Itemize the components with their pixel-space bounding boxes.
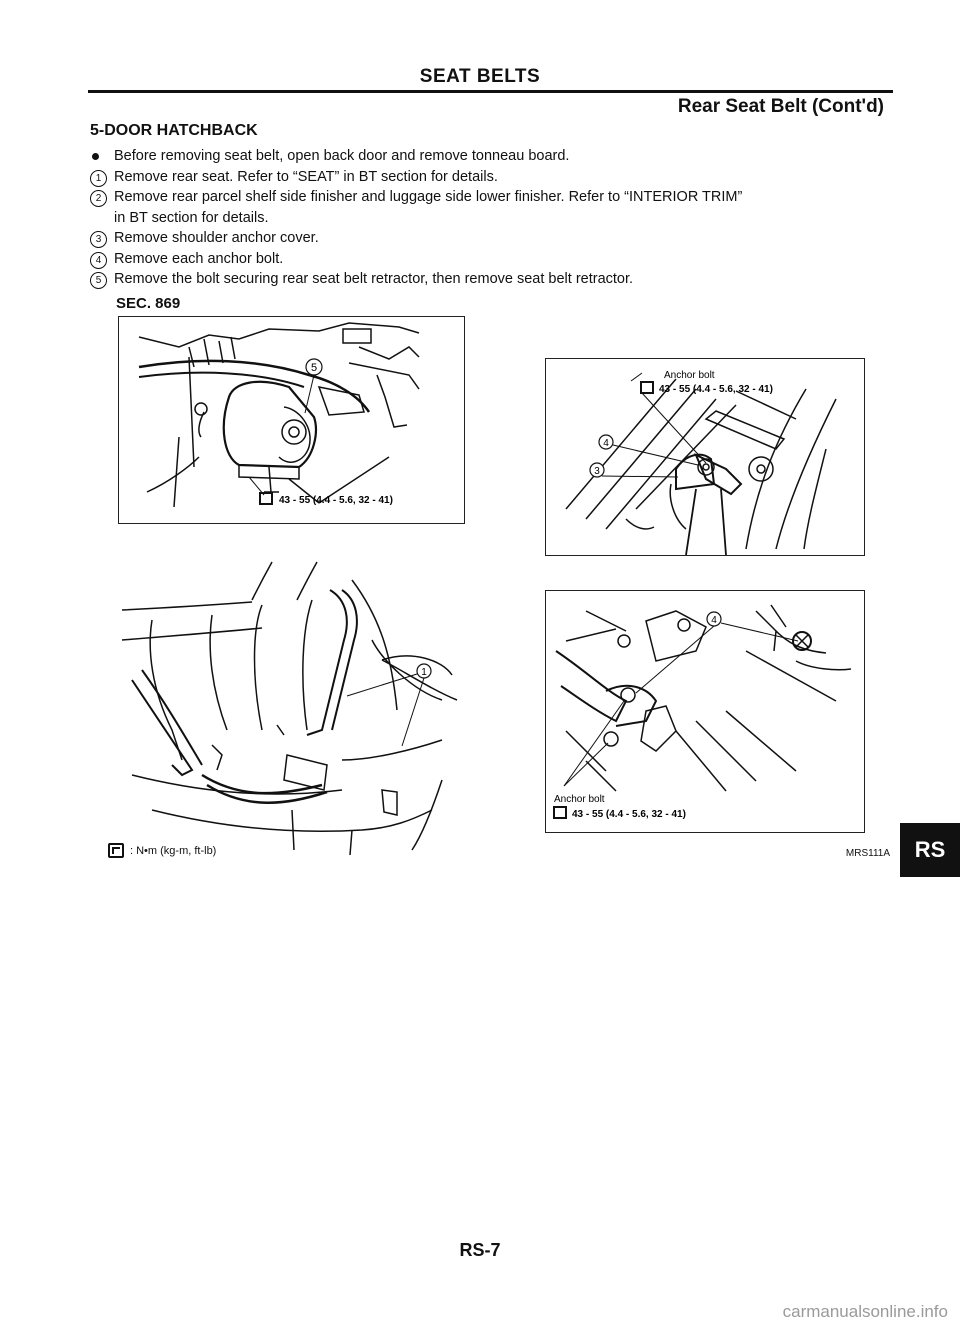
figure-code: MRS111A — [845, 848, 890, 859]
step-text: Remove each anchor bolt. — [114, 250, 284, 267]
step-text: Remove shoulder anchor cover. — [114, 230, 319, 246]
step-5: 5 Remove the bolt securing rear seat bel… — [90, 269, 910, 290]
callout-4: 4 — [603, 438, 609, 449]
bullet-text: Before removing seat belt, open back doo… — [114, 148, 570, 164]
anchor-lower-torque: 43 - 55 (4.4 - 5.6, 32 - 41) — [572, 809, 686, 820]
step-2: 2 Remove rear parcel shelf side finisher… — [90, 187, 910, 208]
anchor-upper-torque: 43 - 55 (4.4 - 5.6, 32 - 41) — [659, 384, 773, 395]
section-number: SEC. 869 — [116, 295, 181, 312]
torque-retractor: 43 - 55 (4.4 - 5.6, 32 - 41) — [279, 495, 393, 506]
step-text: in BT section for details. — [114, 209, 269, 226]
step-number: 5 — [90, 272, 107, 289]
page-subtitle: Rear Seat Belt (Cont'd) — [677, 96, 884, 117]
rear-seat-illustration-area: 1 — [112, 560, 472, 860]
callout-4-lower: 4 — [711, 615, 717, 626]
step-text: Remove rear parcel shelf side finisher a… — [114, 189, 743, 205]
section-heading: 5-DOOR HATCHBACK — [90, 122, 258, 139]
torque-icon — [259, 492, 273, 505]
torque-legend: : N•m (kg-m, ft-lb) — [108, 843, 216, 858]
torque-wrench-icon — [108, 843, 124, 858]
section-tab: RS — [900, 823, 960, 877]
retractor-illustration: 5 43 - 55 (4.4 - 5.6, 32 - 41) — [138, 322, 420, 508]
step-2-continued: in BT section for details. — [90, 208, 910, 229]
callout-5: 5 — [311, 362, 317, 374]
callout-1: 1 — [421, 667, 427, 678]
torque-icon — [553, 806, 567, 819]
anchor-upper-label: Anchor bolt — [664, 370, 715, 381]
step-number: 3 — [90, 231, 107, 248]
page-number: RS-7 — [459, 1240, 501, 1260]
bullet-icon — [92, 153, 99, 160]
step-text: Remove the bolt securing rear seat belt … — [114, 271, 634, 287]
step-text: Remove rear seat. Refer to “SEAT” in BT … — [114, 168, 498, 185]
lower-anchor-illustration: 4 Anchor bolt 43 - 55 (4.4 - 5.6, 32 - 4… — [553, 604, 852, 820]
title-rule — [88, 90, 893, 93]
step-number: 2 — [90, 190, 107, 207]
upper-anchor-panel: Anchor bolt 43 - 55 (4.4 - 5.6, 32 - 41)… — [545, 358, 865, 556]
upper-anchor-illustration: Anchor bolt 43 - 55 (4.4 - 5.6, 32 - 41)… — [565, 370, 837, 556]
step-number: 1 — [90, 169, 107, 187]
rear-seat-illustration: 1 — [121, 561, 458, 856]
step-number: 4 — [90, 251, 107, 269]
procedure-steps: Before removing seat belt, open back doo… — [90, 146, 910, 290]
torque-icon — [640, 381, 654, 394]
legend-text: : N•m (kg-m, ft-lb) — [130, 844, 217, 857]
lower-anchor-panel: 4 Anchor bolt 43 - 55 (4.4 - 5.6, 32 - 4… — [545, 590, 865, 833]
callout-3: 3 — [594, 466, 600, 477]
step-4: 4 Remove each anchor bolt. — [90, 249, 910, 270]
bullet-step: Before removing seat belt, open back doo… — [90, 146, 910, 167]
watermark: carmanualsonline.info — [782, 1302, 948, 1321]
step-1: 1 Remove rear seat. Refer to “SEAT” in B… — [90, 167, 910, 188]
step-3: 3 Remove shoulder anchor cover. — [90, 228, 910, 249]
page-title: SEAT BELTS — [419, 66, 541, 87]
retractor-panel: 5 43 - 55 (4.4 - 5.6, 32 - 41) — [118, 316, 465, 524]
anchor-lower-label: Anchor bolt — [554, 794, 605, 805]
